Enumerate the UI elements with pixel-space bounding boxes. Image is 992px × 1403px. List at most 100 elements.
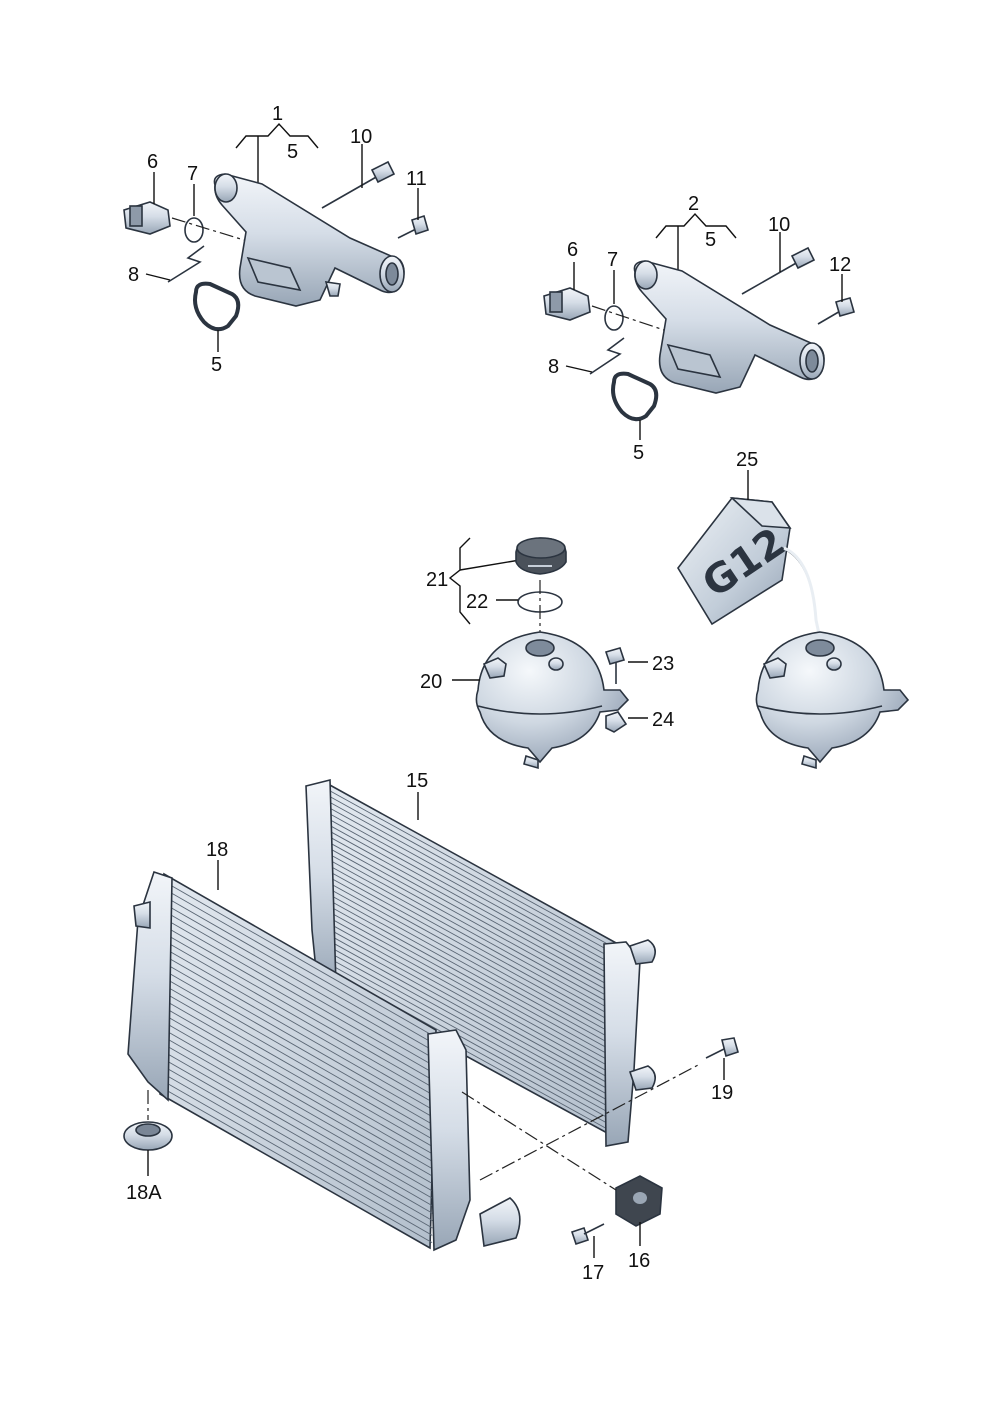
label-25: 25 [736,449,758,471]
fin-line [331,913,623,1074]
fin-line [162,917,436,1075]
gasket-5b: 5 [611,371,659,464]
fin-line [160,1049,434,1207]
fin-line [160,1056,433,1214]
label-16: 16 [628,1250,650,1272]
coolant-flange-group-1: 1 5 10 11 6 [123,103,429,376]
bolt-10-group-2: 10 [741,214,816,295]
fin-line [329,836,620,998]
bracket-16: 16 [615,1175,663,1272]
label-15: 15 [406,770,428,792]
fin-line [328,801,619,963]
radiator-15: 15 [305,770,656,1147]
coolant-bottle-25: G12 25 [677,449,824,649]
label-5-bracket-2: 5 [705,229,716,251]
label-8-group-1: 8 [128,264,139,286]
fin-line [333,965,624,1127]
fin-line [331,895,622,1057]
expansion-tank-filling [755,631,910,770]
fin-line [333,960,624,1121]
radiator-18-fins [159,880,437,1244]
fin-line [160,1078,433,1236]
fin-line [162,946,435,1104]
coolant-flange-2 [633,260,825,394]
fin-line [328,813,620,974]
fin-line [330,865,621,1027]
fin-line [331,907,622,1068]
fin-line [162,924,436,1082]
label-11: 11 [406,168,427,190]
screw-19: 19 [705,1037,739,1104]
fin-line [332,954,624,1115]
rubber-mount-18a: 18A [123,1121,173,1204]
coolant-flange-group-2: 2 5 10 12 6 [543,193,855,464]
fin-line [161,983,435,1141]
fin-line [331,901,622,1063]
o-ring-7b: 7 [604,249,624,331]
fin-line [162,968,435,1126]
fin-line [330,871,621,1033]
label-7-group-2: 7 [607,249,618,271]
label-7-group-1: 7 [187,163,198,185]
fin-line [330,860,621,1021]
label-5-group-1: 5 [211,354,222,376]
coolant-filling-group: G12 25 [677,449,910,770]
fin-line [160,1034,434,1192]
label-2: 2 [688,193,699,215]
fin-line [332,936,623,1098]
fin-line [160,1042,434,1200]
label-6-group-1: 6 [147,151,158,173]
retaining-clip-8: 8 [128,245,205,286]
label-18a: 18A [126,1182,162,1204]
radiator-group: 15 18 18A 19 [123,770,739,1284]
bolt-11: 11 [397,168,429,239]
fin-line [329,842,620,1004]
fin-line [332,930,623,1092]
label-20: 20 [420,671,442,693]
label-12: 12 [829,254,851,276]
fin-line [162,932,436,1090]
fin-line [329,854,621,1015]
fin-line [159,1086,433,1244]
fin-line [330,877,622,1039]
filler-cap-21 [515,537,567,575]
fin-line [161,976,435,1134]
fin-line [331,918,623,1080]
bolt-10-group-1: 10 [321,126,396,209]
label-5-bracket-1: 5 [287,141,298,163]
radiator-18: 18 [127,839,521,1252]
label-19: 19 [711,1082,733,1104]
fin-line [328,818,620,980]
fin-line [330,883,622,1045]
label-5-group-2: 5 [633,442,644,464]
screw-17: 17 [570,1223,605,1284]
radiator-15-fins [327,789,625,1139]
label-10-group-1: 10 [350,126,372,148]
gasket-5: 5 [193,281,241,376]
fin-line [162,961,435,1119]
fin-line [332,948,624,1110]
o-ring-7: 7 [184,163,204,243]
fin-line [163,880,437,1038]
fin-line [332,924,623,1086]
temperature-sensor-6: 6 [123,151,171,235]
label-21: 21 [426,569,448,591]
fin-line [163,902,436,1060]
fin-line [161,1020,434,1178]
fin-line [161,1012,434,1170]
label-23: 23 [652,653,674,675]
temperature-sensor-6b: 6 [543,239,591,321]
fin-line [327,789,619,951]
label-17: 17 [582,1262,604,1284]
bracket-2 [655,212,737,239]
fin-line [162,939,436,1097]
seal-ring-22: 22 [466,591,563,613]
retaining-clip-8b: 8 [548,337,625,378]
label-1: 1 [272,103,283,125]
fin-line [162,954,435,1112]
clip-nut-24: 24 [605,709,674,733]
label-8-group-2: 8 [548,356,559,378]
fin-line [163,895,436,1053]
fin-line [329,830,620,992]
